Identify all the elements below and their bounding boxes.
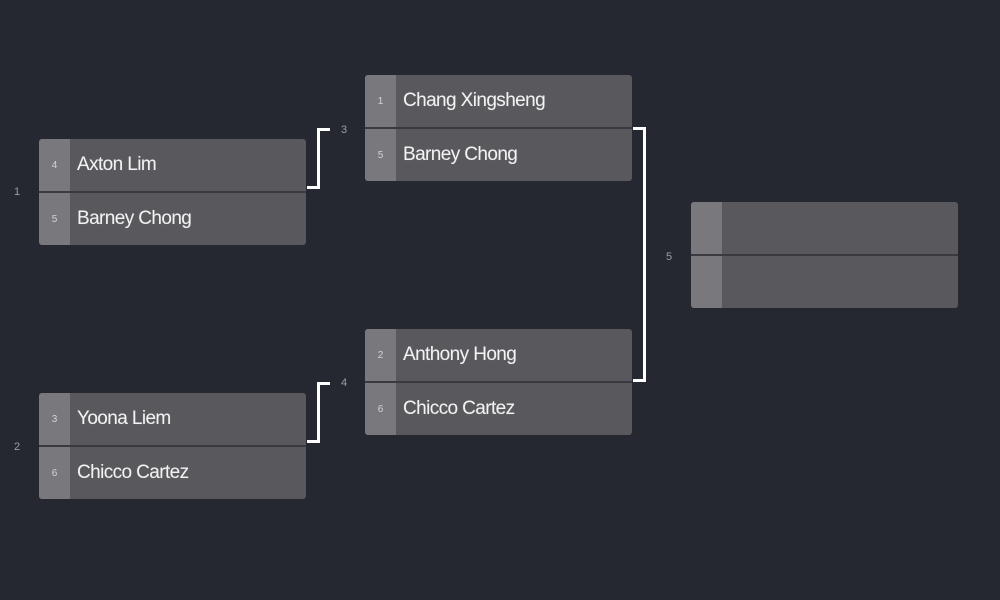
seed-badge <box>691 256 722 308</box>
connector-line <box>317 382 320 443</box>
player-name: Anthony Hong <box>403 344 517 365</box>
connector-line <box>643 127 646 382</box>
match-3[interactable]: 1 Chang Xingsheng 5 Barney Chong <box>365 75 632 181</box>
connector-line <box>307 440 320 443</box>
connector-line <box>317 128 320 189</box>
match-1-bottom-slot[interactable]: 5 Barney Chong <box>39 193 306 245</box>
connector-line <box>317 128 330 131</box>
connector-line <box>307 186 320 189</box>
seed-badge: 6 <box>39 447 70 499</box>
connector-line <box>633 379 646 382</box>
match-2-top-slot[interactable]: 3 Yoona Liem <box>39 393 306 445</box>
match-number-1: 1 <box>14 186 21 198</box>
player-name: Chang Xingsheng <box>403 90 546 111</box>
seed-badge: 1 <box>365 75 396 127</box>
seed-badge: 5 <box>39 193 70 245</box>
seed-badge <box>691 202 722 254</box>
player-name: Barney Chong <box>77 208 192 229</box>
match-number-2: 2 <box>14 441 21 453</box>
match-3-top-slot[interactable]: 1 Chang Xingsheng <box>365 75 632 127</box>
seed-badge: 2 <box>365 329 396 381</box>
match-4-top-slot[interactable]: 2 Anthony Hong <box>365 329 632 381</box>
match-1[interactable]: 4 Axton Lim 5 Barney Chong <box>39 139 306 245</box>
player-name: Yoona Liem <box>77 408 171 429</box>
player-name: Chicco Cartez <box>77 462 189 483</box>
match-number-3: 3 <box>341 124 348 136</box>
slot-divider <box>39 445 306 447</box>
match-2-bottom-slot[interactable]: 6 Chicco Cartez <box>39 447 306 499</box>
final-top-slot[interactable] <box>691 202 958 254</box>
connector-line <box>633 127 646 130</box>
seed-badge: 5 <box>365 129 396 181</box>
match-number-5: 5 <box>666 251 673 263</box>
slot-divider <box>365 127 632 129</box>
match-3-bottom-slot[interactable]: 5 Barney Chong <box>365 129 632 181</box>
seed-badge: 6 <box>365 383 396 435</box>
match-1-top-slot[interactable]: 4 Axton Lim <box>39 139 306 191</box>
player-name: Axton Lim <box>77 154 157 175</box>
seed-badge: 4 <box>39 139 70 191</box>
player-name: Chicco Cartez <box>403 398 515 419</box>
seed-badge: 3 <box>39 393 70 445</box>
slot-divider <box>39 191 306 193</box>
player-name: Barney Chong <box>403 144 518 165</box>
match-number-4: 4 <box>341 377 348 389</box>
slot-divider <box>365 381 632 383</box>
slot-divider <box>691 254 958 256</box>
match-5-final[interactable] <box>691 202 958 308</box>
match-4-bottom-slot[interactable]: 6 Chicco Cartez <box>365 383 632 435</box>
match-4[interactable]: 2 Anthony Hong 6 Chicco Cartez <box>365 329 632 435</box>
match-2[interactable]: 3 Yoona Liem 6 Chicco Cartez <box>39 393 306 499</box>
final-bottom-slot[interactable] <box>691 256 958 308</box>
connector-line <box>317 382 330 385</box>
